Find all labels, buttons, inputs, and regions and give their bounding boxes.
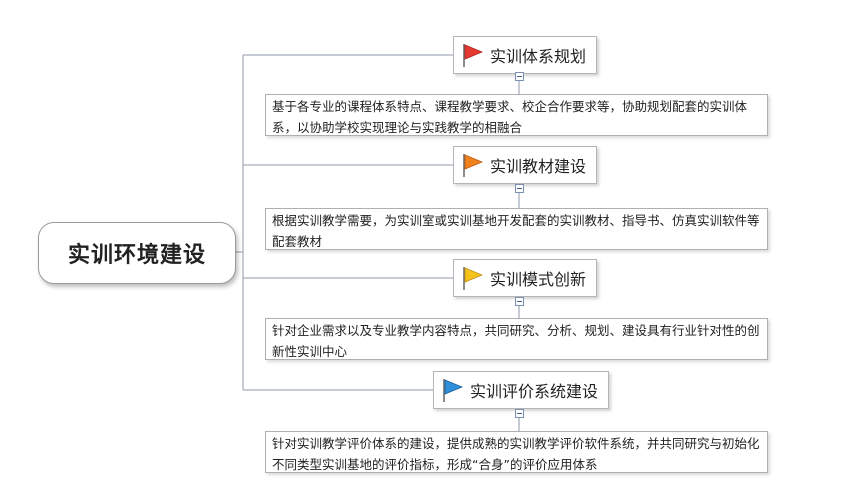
orange-flag-icon [463, 154, 484, 177]
topic-description: 针对实训教学评价体系的建设，提供成熟的实训教学评价软件系统，并共同研究与初始化不… [265, 431, 768, 473]
topic-label: 实训模式创新 [490, 270, 587, 289]
topic-label: 实训教材建设 [490, 157, 587, 176]
central-topic[interactable]: 实训环境建设 [38, 222, 236, 284]
topic-training-evaluation-system[interactable]: 实训评价系统建设 [433, 371, 610, 409]
topic-label: 实训评价系统建设 [470, 382, 599, 401]
topic-description: 基于各专业的课程体系特点、课程教学要求、校企合作要求等，协助规划配套的实训体系，… [265, 94, 768, 136]
topic-training-materials[interactable]: 实训教材建设 [453, 146, 598, 184]
collapse-toggle[interactable] [515, 297, 524, 306]
collapse-toggle[interactable] [515, 409, 524, 418]
collapse-toggle[interactable] [515, 184, 524, 193]
topic-training-model-innovation[interactable]: 实训模式创新 [453, 259, 598, 297]
yellow-flag-icon [463, 267, 484, 290]
blue-flag-icon [443, 379, 464, 402]
central-topic-label: 实训环境建设 [67, 243, 206, 268]
topic-label: 实训体系规划 [490, 47, 587, 66]
collapse-toggle[interactable] [515, 72, 524, 81]
red-flag-icon [463, 44, 484, 67]
topic-training-system-planning[interactable]: 实训体系规划 [453, 36, 598, 74]
topic-description: 针对企业需求以及专业教学内容特点，共同研究、分析、规划、建设具有行业针对性的创新… [265, 318, 768, 360]
topic-description: 根据实训教学需要，为实训室或实训基地开发配套的实训教材、指导书、仿真实训软件等配… [265, 208, 768, 250]
